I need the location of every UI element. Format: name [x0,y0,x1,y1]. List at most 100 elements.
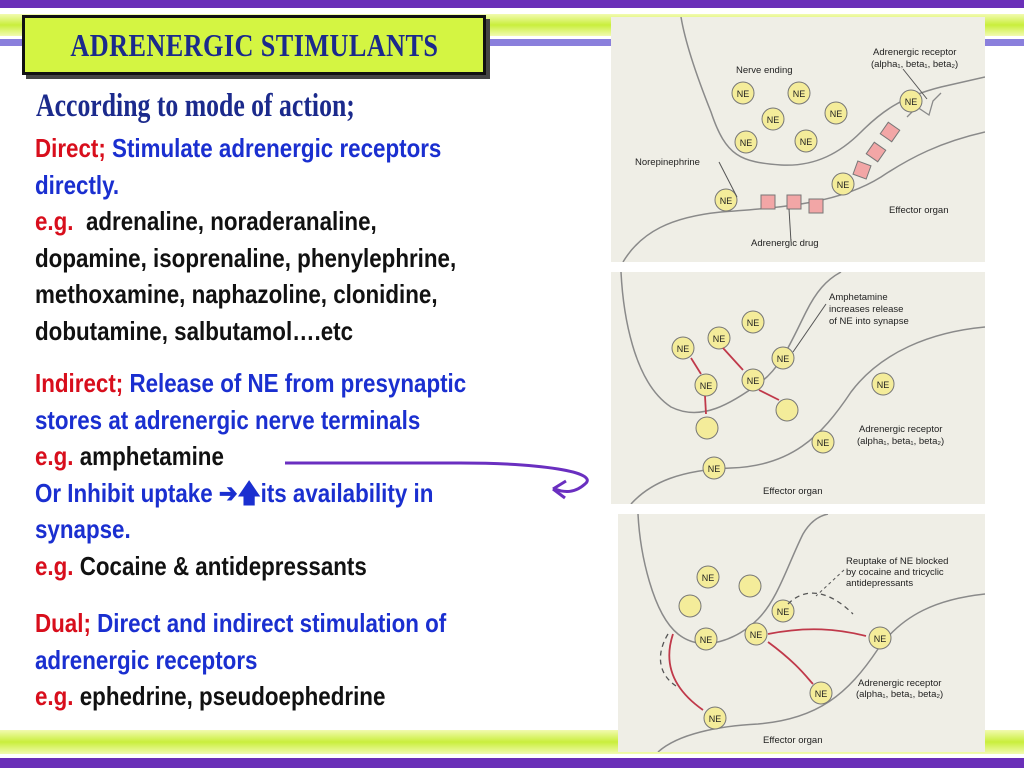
right-arrow-icon: ➔ [218,477,238,508]
direct-eg-4: dobutamine, salbutamol….etc [35,315,354,346]
direct-line-4: dopamine, isoprenaline, phenylephrine, [35,240,517,277]
bottom-band-purple [0,758,1024,768]
ne-label: NE [713,334,726,344]
ne-label: NE [793,89,806,99]
ne-label: NE [777,607,790,617]
dual-eg-label: e.g. [35,681,74,711]
ne-label: NE [702,573,715,583]
up-arrow-icon: 🡅 [237,477,261,508]
diagram-direct: NE NE NE NE NE NE NE NE NE Nerve ending … [622,16,986,263]
indirect-eg2-1: Cocaine & antidepressants [79,550,367,581]
direct-eg-label: e.g. [35,206,74,236]
drug-square [879,121,901,143]
ne-label: NE [720,196,733,206]
indirect-label: Indirect; [35,368,124,398]
dual-line-1: Dual; Direct and indirect stimulation of [35,605,517,642]
diagram-indirect-panel: NE NE NE NE NE NE NE NE NE Amphetamine i… [611,271,986,505]
ne-label: NE [747,376,760,386]
ne-label: NE [740,138,753,148]
direct-line-5: methoxamine, naphazoline, clonidine, [35,276,517,313]
amph-label-2: increases release [829,304,903,315]
ne-label: NE [700,635,713,645]
ne-label: NE [830,109,843,119]
effector-label: Effector organ [763,735,823,746]
ne-label: NE [815,689,828,699]
dual-line-2: adrenergic receptors [35,642,517,679]
top-band-purple [0,0,1024,8]
direct-desc-2: directly. [35,169,120,200]
direct-desc-1: Stimulate adrenergic receptors [112,133,442,163]
ne-label: NE [709,714,722,724]
dual-desc-1: Direct and indirect stimulation of [97,608,447,638]
reuptake-label-1: Reuptake of NE blocked [846,556,948,567]
direct-line-3: e.g. adrenaline, noraderanaline, [35,203,517,240]
ne-label: NE [737,89,750,99]
dual-desc-2: adrenergic receptors [35,644,258,675]
indirect-eg2-label: e.g. [35,550,74,581]
ne-label: NE [905,97,918,107]
nerve-ending-label: Nerve ending [736,65,793,76]
direct-label: Direct; [35,133,106,163]
indirect-or-1: Or Inhibit uptake [35,477,213,508]
indirect-line-3: e.g. amphetamine [35,438,517,475]
dual-line-3: e.g. ephedrine, pseudoephedrine [35,678,517,715]
receptor-label-2: (alpha₁, beta₁, beta₂) [871,59,958,70]
dual-eg-1: ephedrine, pseudoephedrine [79,681,386,711]
indirect-line-2: stores at adrenergic nerve terminals [35,402,517,439]
drug-square [760,194,776,210]
indirect-line-4: Or Inhibit uptake ➔🡅its availability in [35,475,517,512]
norepinephrine-label: Norepinephrine [635,157,700,168]
drug-square [808,198,824,214]
amph-label-3: of NE into synapse [829,316,909,327]
ne-label: NE [767,115,780,125]
receptor-label-1: Adrenergic receptor [873,47,956,58]
amph-label-1: Amphetamine [829,292,888,303]
indirect-line-6: e.g. Cocaine & antidepressants [35,548,517,585]
top-band-violet [0,39,1024,46]
indirect-line-5: synapse. [35,511,517,548]
receptor-label-2: (alpha₁, beta₁, beta₂) [856,689,943,700]
ne-label: NE [777,354,790,364]
bottom-band-white [0,754,1024,758]
drug-square [852,160,872,180]
ne-label: NE [747,318,760,328]
direct-eg-2: dopamine, isoprenaline, phenylephrine, [35,242,457,273]
drug-square [865,141,887,163]
ne-label: NE [837,180,850,190]
indirect-eg-label: e.g. [35,441,74,471]
direct-line-2: directly. [35,167,517,204]
top-band-white-2 [0,36,1024,39]
diagram-direct-panel: NE NE NE NE NE NE NE NE NE Nerve ending … [611,16,986,263]
drug-label: Adrenergic drug [751,238,819,249]
ne-label: NE [800,137,813,147]
indirect-or-2: its availability in [260,477,434,508]
top-band-white [0,8,1024,14]
indirect-line-1: Indirect; Release of NE from presynaptic [35,365,517,402]
dual-label: Dual; [35,608,91,638]
diagram-reuptake-panel: NE NE NE NE NE NE NE Reuptake of NE bloc… [618,513,986,753]
ne-label: NE [874,634,887,644]
direct-eg-3: methoxamine, naphazoline, clonidine, [35,279,438,309]
diagram-indirect: NE NE NE NE NE NE NE NE NE Amphetamine i… [620,271,986,505]
reuptake-label-3: antidepressants [846,578,913,589]
title-box: ADRENERGIC STIMULANTS [22,15,486,75]
direct-line-6: dobutamine, salbutamol….etc [35,313,517,350]
receptor-label-1: Adrenergic receptor [859,424,942,435]
ne-label: NE [677,344,690,354]
drug-square [786,194,802,210]
mode-of-action-heading: According to mode of action; [36,88,355,124]
receptor-label-2: (alpha₁, beta₁, beta₂) [857,436,944,447]
direct-line-1: Direct; Stimulate adrenergic receptors [35,130,517,167]
receptor-label-1: Adrenergic receptor [858,678,941,689]
indirect-desc-2: stores at adrenergic nerve terminals [35,404,421,435]
ne-label: NE [750,630,763,640]
reuptake-label-2: by cocaine and tricyclic [846,567,944,578]
ne-label: NE [817,438,830,448]
ne-label: NE [708,464,721,474]
page-title: ADRENERGIC STIMULANTS [69,27,438,63]
indirect-desc-1: Release of NE from presynaptic [129,368,467,398]
ne-label: NE [700,381,713,391]
direct-eg-1: adrenaline, noraderanaline, [85,206,377,236]
ne-label: NE [877,380,890,390]
